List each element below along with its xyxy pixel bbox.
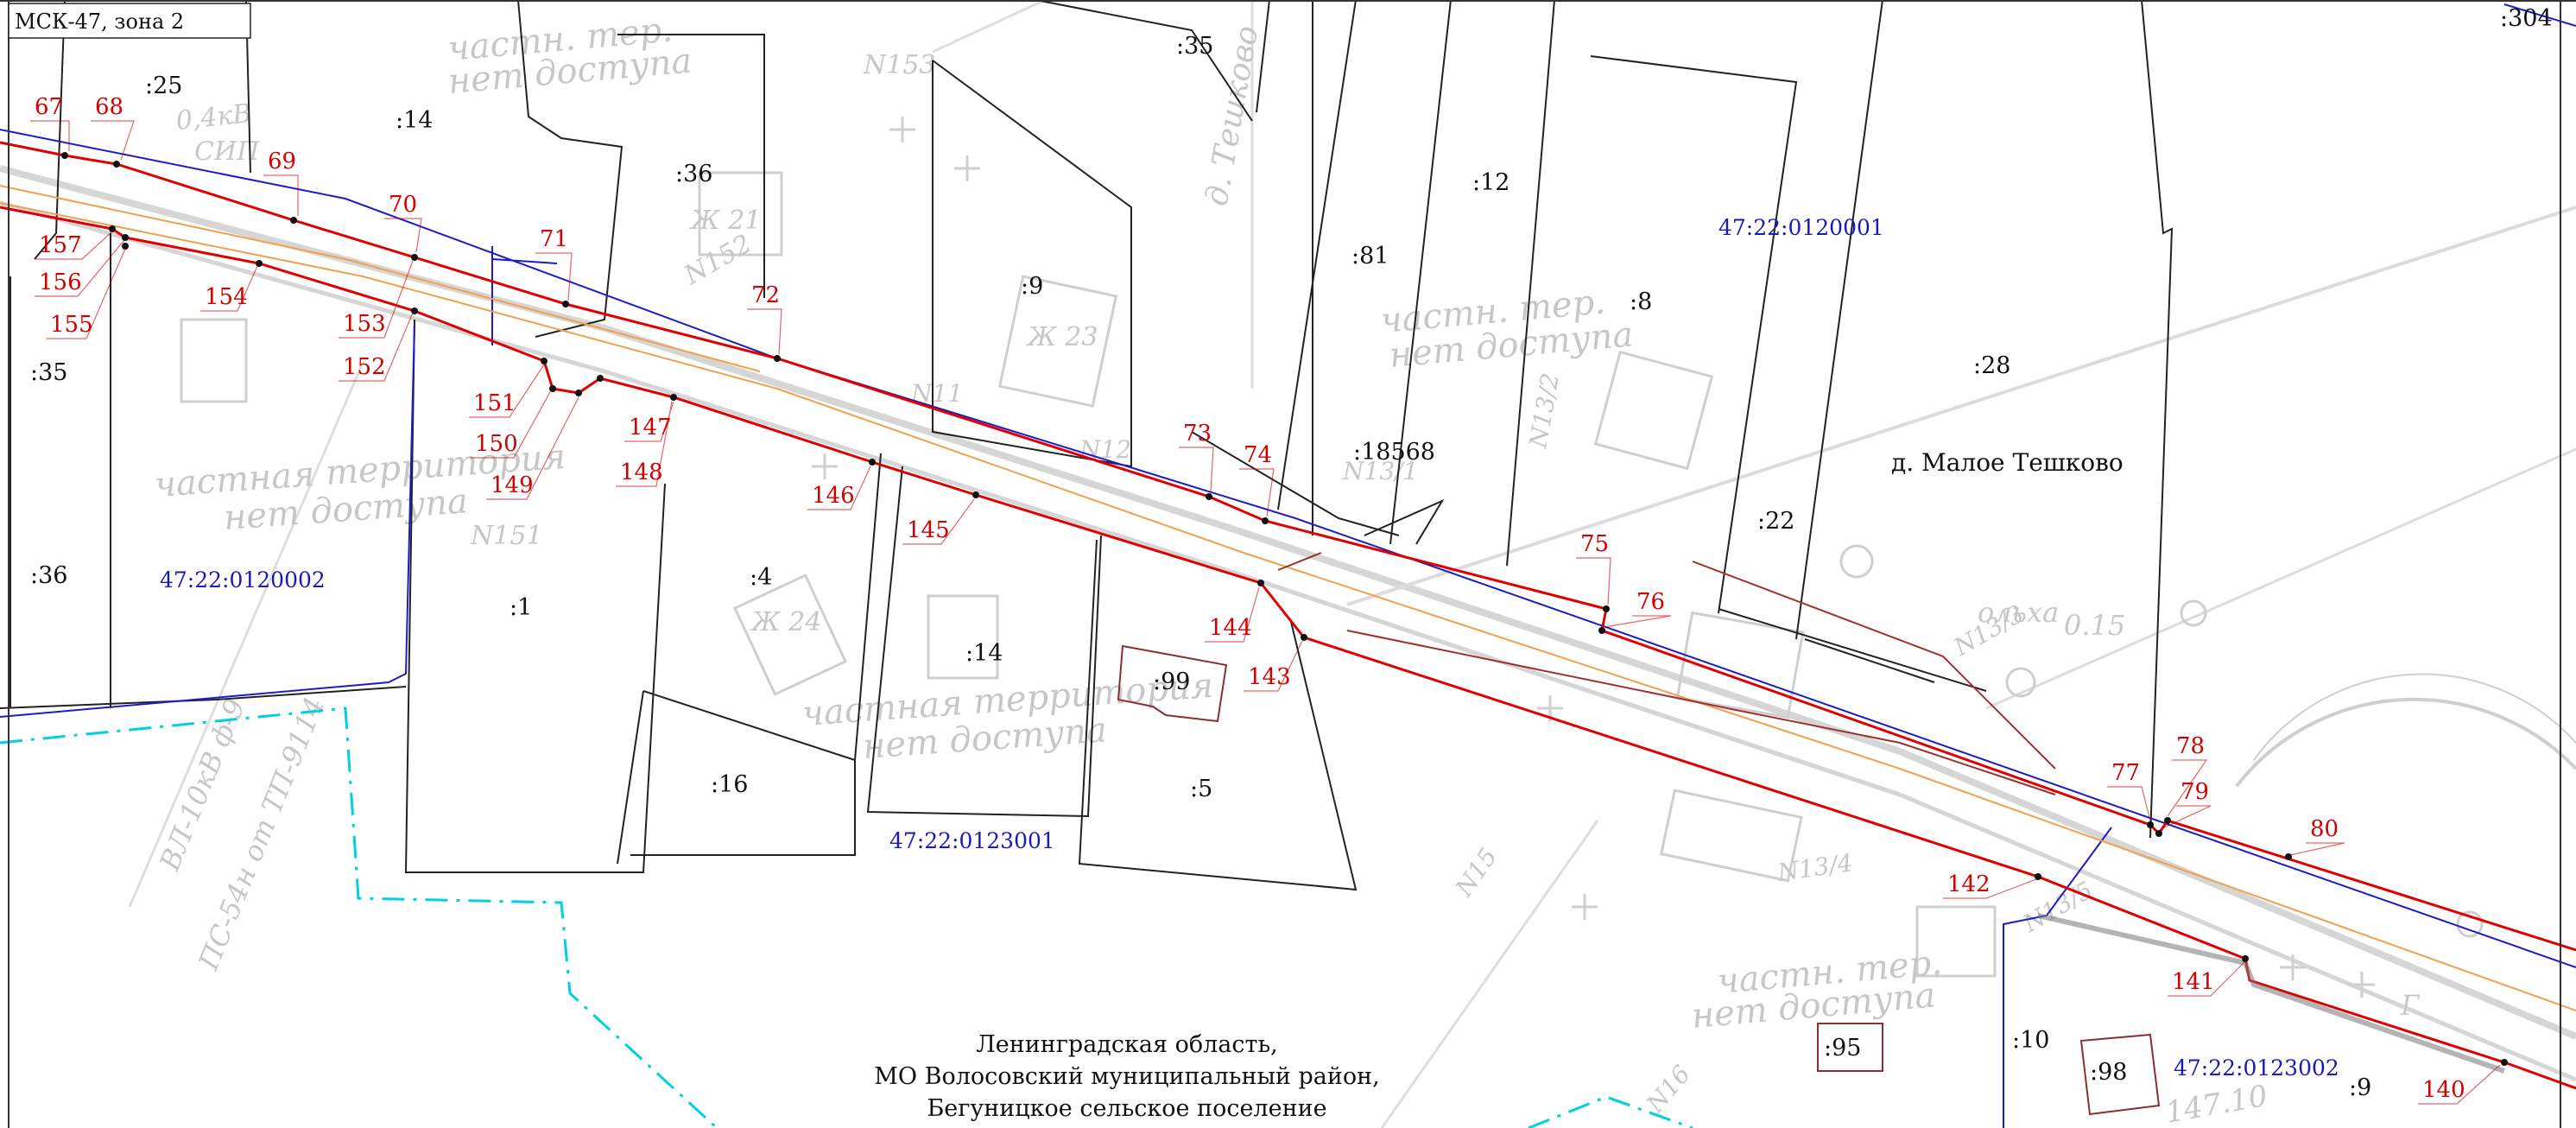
point-label: 151	[473, 390, 516, 416]
point-label: 142	[1947, 871, 1991, 897]
region-caption-line1: Ленинградская область,	[976, 1031, 1277, 1058]
zone-label: МСК-47, зона 2	[15, 10, 184, 34]
parcel-label: :99	[1153, 669, 1190, 695]
parcel-label: :12	[1472, 169, 1510, 196]
parcel-label: :98	[2090, 1059, 2127, 1086]
small-parcels	[1117, 644, 2161, 1116]
parcel-label: :25	[145, 73, 182, 99]
parcel-label: :14	[396, 107, 433, 134]
parcel-label: :28	[1973, 352, 2010, 379]
point-label: 74	[1244, 442, 1272, 468]
parcel-boundaries	[0, 0, 2539, 891]
label-leaders	[30, 120, 2501, 1105]
point-label: 150	[475, 431, 518, 457]
point-label: 145	[907, 517, 950, 543]
bg-label: Ж 24	[750, 607, 821, 637]
parcel-label: :35	[1176, 33, 1213, 60]
quarter-labels: 47:22:0120002 47:22:0120001 47:22:012300…	[160, 215, 2339, 1080]
point-label: 143	[1248, 664, 1291, 690]
parcel-label: :35	[30, 359, 67, 386]
road-shading	[2037, 913, 2505, 1074]
point-labels: 67 68 69 70 71 72 73 74 75 76 77 78 79 8…	[35, 94, 2465, 1103]
parcel-label: :8	[1630, 288, 1652, 315]
bg-label: N13/2	[1523, 371, 1565, 451]
quarter-label: 47:22:0120002	[160, 567, 326, 593]
bg-label: N153	[863, 50, 936, 80]
parcel-label: :4	[750, 564, 772, 591]
point-label: 75	[1580, 531, 1609, 557]
point-label: 80	[2310, 816, 2339, 842]
parcel-label: :9	[2349, 1074, 2371, 1101]
point-label: 76	[1636, 589, 1665, 615]
parcel-label: :14	[965, 640, 1003, 667]
vertex-points	[61, 152, 2508, 1066]
point-label: 155	[50, 312, 93, 338]
parcel-label: :10	[2012, 1027, 2049, 1054]
point-label: 149	[491, 472, 534, 498]
parcel-label: :36	[675, 161, 712, 187]
bg-label: ВЛ-10кВ ф-9	[153, 694, 252, 876]
region-caption-line2: МО Волосовский муниципальный район,	[874, 1063, 1379, 1090]
point-label: 70	[389, 192, 417, 218]
quarter-label: 47:22:0123002	[2174, 1055, 2339, 1080]
parcel-label: :16	[711, 771, 748, 798]
parcel-label: :22	[1757, 508, 1794, 535]
parcel-label: :36	[30, 562, 67, 589]
point-label: 79	[2180, 779, 2209, 805]
bg-label: Г	[2400, 989, 2421, 1022]
parcel-label: :81	[1351, 243, 1389, 269]
point-label: 68	[95, 94, 123, 120]
parcel-label: :18568	[1353, 439, 1435, 466]
point-label: 140	[2422, 1077, 2465, 1103]
point-label: 73	[1183, 421, 1212, 447]
quarter-label: 47:22:0120001	[1718, 215, 1884, 240]
point-label: 154	[205, 284, 248, 310]
bg-label: N152	[679, 229, 757, 292]
parcel-label: :1	[510, 594, 532, 621]
point-label: 77	[2111, 760, 2140, 786]
bg-label: Ж 21	[689, 206, 761, 236]
point-label: 156	[39, 269, 82, 295]
bg-label: 147.10	[2163, 1079, 2270, 1128]
bg-label: N13/4	[1775, 848, 1854, 887]
design-boundary	[0, 141, 2576, 1090]
corner-parcel-label: :304	[2500, 5, 2553, 32]
bg-label: N16	[1640, 1060, 1696, 1118]
settlement-label: д. Малое Тешково	[1891, 448, 2123, 477]
point-label: 148	[620, 459, 663, 485]
point-label: 69	[268, 149, 296, 174]
bg-label: 0.15	[2064, 609, 2125, 642]
point-label: 157	[39, 232, 82, 258]
point-label: 72	[751, 282, 780, 308]
quarter-label: 47:22:0123001	[889, 828, 1055, 853]
bg-label: 0,4кВ	[174, 98, 253, 136]
region-caption-line3: Бегуницкое сельское поселение	[927, 1095, 1326, 1122]
point-label: 146	[812, 483, 855, 509]
protection-zone-line	[0, 185, 2576, 1011]
point-label: 152	[343, 354, 386, 380]
point-label: 141	[2172, 969, 2215, 995]
bg-label: N151	[470, 521, 543, 551]
point-label: 147	[629, 415, 672, 440]
topo-background-labels: частн. тер. нет доступа частная территор…	[153, 10, 2421, 1128]
bg-label: ольха	[1978, 596, 2059, 629]
point-label: 78	[2176, 733, 2205, 759]
parcel-labels: :25 :14 :36 :35 :9 :81 :12 :8 :28 :18568…	[30, 33, 2371, 1101]
cyan-dashdot-line	[0, 707, 1693, 1128]
region-caption: Ленинградская область, МО Волосовский му…	[874, 1031, 1379, 1122]
bg-label: N15	[1449, 843, 1503, 903]
point-label: 67	[35, 94, 63, 120]
inner-brown-line	[1277, 552, 2056, 795]
point-label: 153	[343, 311, 386, 337]
bg-label: N13/1	[1342, 457, 1418, 485]
parcel-label: :95	[1824, 1035, 1861, 1061]
zone-label-box: МСК-47, зона 2	[8, 3, 251, 39]
parcel-label: :5	[1190, 776, 1212, 802]
point-label: 71	[540, 226, 568, 252]
bg-label: Ж 23	[1026, 322, 1098, 352]
parcel-label: :9	[1021, 273, 1043, 300]
